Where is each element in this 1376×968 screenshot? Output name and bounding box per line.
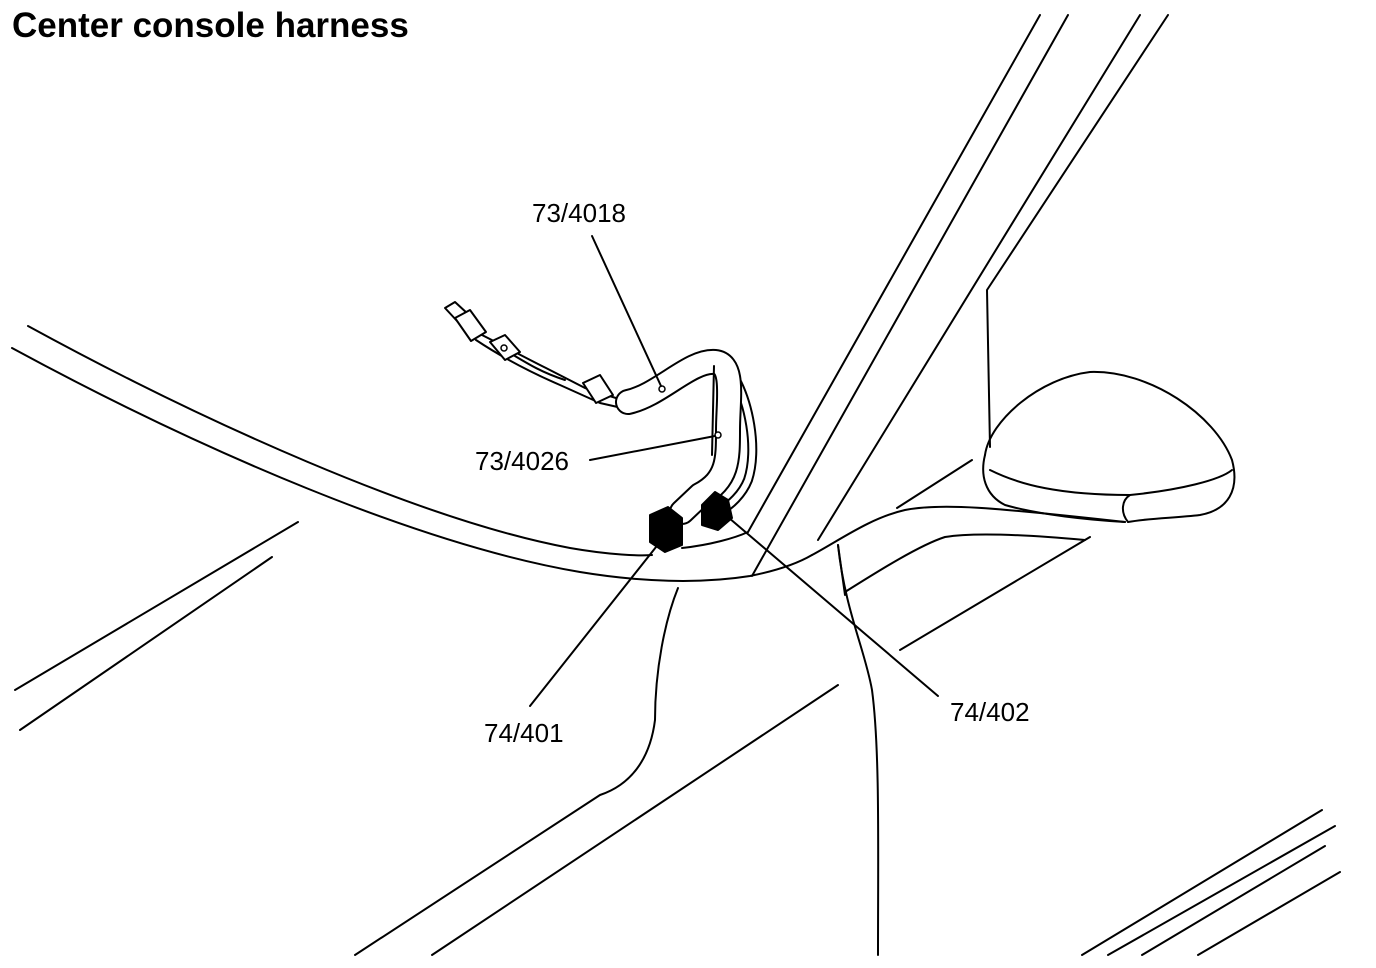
seat-line-3 <box>1141 845 1326 956</box>
marker-73-4026 <box>714 431 722 439</box>
seat-line-2 <box>1107 825 1336 956</box>
leader-74-401 <box>529 541 661 707</box>
mirror-housing-bottom <box>982 454 1126 523</box>
a-pillar-line-4 <box>986 14 1169 448</box>
left-panel-line-1 <box>14 521 299 691</box>
connector-74-402[interactable] <box>701 491 733 531</box>
mirror-base <box>811 459 1126 651</box>
mirror-housing-fold <box>1122 494 1131 523</box>
harness-plug-body[interactable] <box>454 309 487 342</box>
callout-74-401: 74/401 <box>484 718 564 748</box>
mirror-base-diagonal <box>896 459 973 509</box>
dash-lower-edge <box>11 347 813 582</box>
lower-panels <box>14 521 1341 956</box>
mirror-base-upper <box>811 505 1126 556</box>
leader-73-4018 <box>591 235 662 387</box>
leader-73-4026 <box>589 435 716 461</box>
dashboard-outline <box>11 325 813 582</box>
left-panel-line-2 <box>19 556 273 731</box>
harness-tube-seam <box>711 365 715 456</box>
mirror-housing-outer <box>984 370 1236 523</box>
harness-branch-fill <box>719 367 756 513</box>
mirror-base-lower <box>844 533 1086 593</box>
center-console-harness[interactable] <box>444 301 758 553</box>
a-pillar-line-3 <box>817 14 1141 541</box>
callout-73-4018: 73/4018 <box>532 198 626 228</box>
door-belt-line <box>899 536 1091 651</box>
harness-small-connector[interactable] <box>582 374 614 404</box>
a-pillar-line-1 <box>747 14 1041 533</box>
dash-upper-edge <box>27 325 653 557</box>
callout-73-4026: 73/4026 <box>475 446 569 476</box>
connector-74-401[interactable] <box>649 506 683 553</box>
harness-wire-a <box>479 333 623 401</box>
harness-component-dot <box>500 344 508 352</box>
side-mirror <box>982 370 1236 523</box>
seat-line-1 <box>1081 809 1323 956</box>
callout-74-402: 74/402 <box>950 697 1030 727</box>
marker-73-4018 <box>658 385 666 393</box>
a-pillar-line-2 <box>751 14 1069 577</box>
seat-line-4 <box>1197 871 1341 956</box>
harness-tube-fill <box>617 351 741 523</box>
harness-wire-b <box>475 339 623 409</box>
dash-upper-edge-right <box>681 531 749 549</box>
door-front-edge <box>837 544 880 956</box>
leader-lines <box>529 235 939 707</box>
callout-labels: 73/4018 73/4026 74/401 74/402 <box>475 198 1030 748</box>
console-side-edge <box>354 587 679 956</box>
leader-74-402 <box>721 511 939 697</box>
a-pillar <box>747 14 1169 577</box>
diagram-title: Center console harness <box>12 6 409 45</box>
mirror-housing-inner <box>989 469 1233 496</box>
floor-diagonal <box>431 684 839 956</box>
